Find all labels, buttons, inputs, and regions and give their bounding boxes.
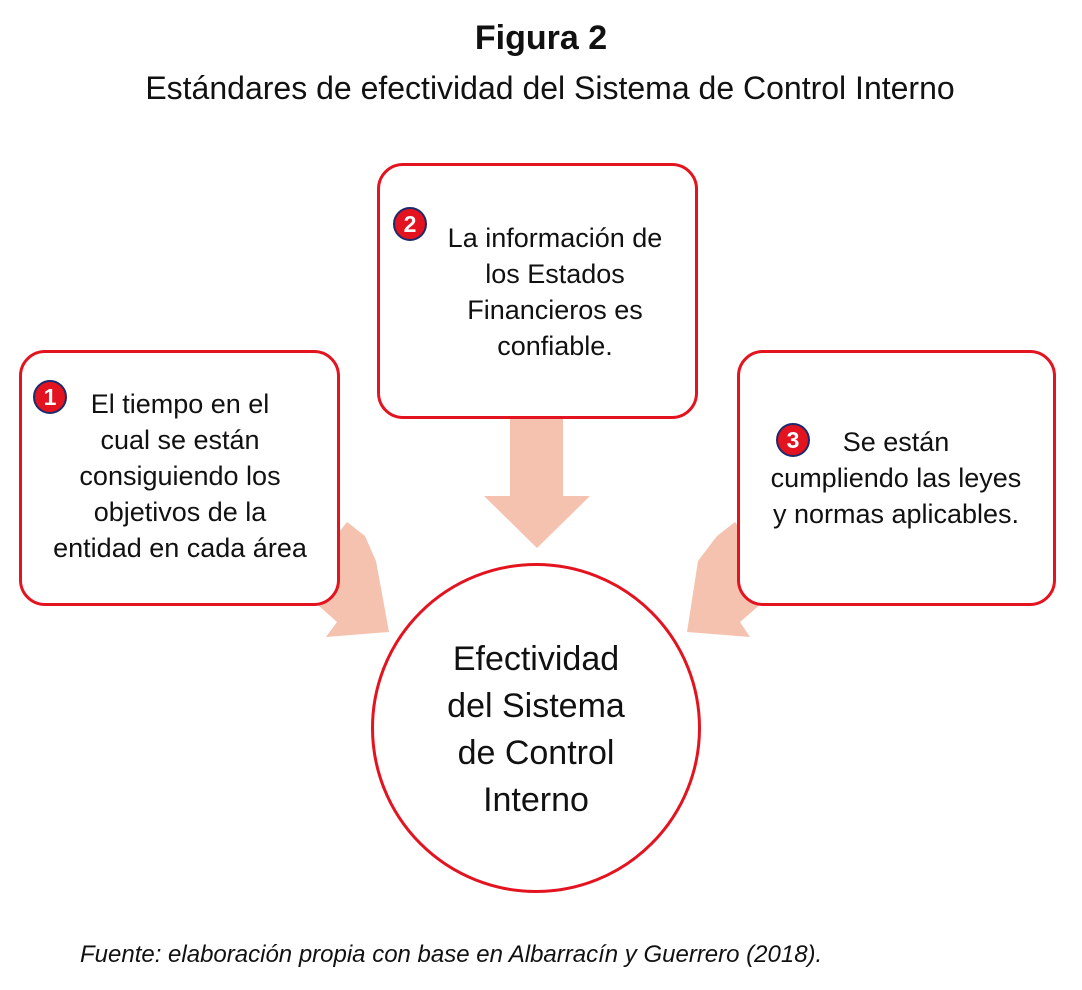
number-badge-1: 1 (33, 380, 67, 414)
standard-box-1 (19, 350, 340, 606)
number-badge-3: 3 (776, 423, 810, 457)
standard-text-1: El tiempo en el cual se están consiguien… (53, 389, 307, 563)
figure-title: Estándares de efectividad del Sistema de… (145, 70, 955, 106)
standard-text-2: La información de los Estados Financiero… (447, 223, 663, 361)
standard-box-2 (377, 163, 698, 419)
center-circle-text: Efectividad del Sistema de Control Inter… (447, 640, 625, 819)
center-circle (371, 563, 701, 893)
number-badge-2: 2 (393, 207, 427, 241)
arrow-down-icon (484, 418, 590, 548)
standard-box-3 (737, 350, 1056, 606)
source-note: Fuente: elaboración propia con base en A… (80, 941, 823, 968)
standard-text-3: Se están cumpliendo las leyes y normas a… (770, 427, 1022, 529)
figure-label: Figura 2 (474, 19, 608, 57)
